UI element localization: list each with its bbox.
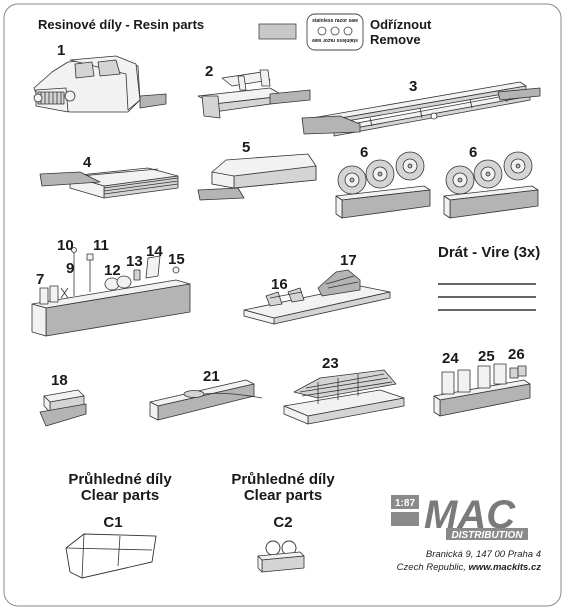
sheet-title: Resinové díly - Resin parts xyxy=(38,17,204,32)
part-5-tarp-cover: 5 xyxy=(197,139,317,201)
wire-section: Drát - Vire (3x) xyxy=(438,244,540,311)
part-7-label: 7 xyxy=(36,271,44,288)
part-6-wheels-b: 6 xyxy=(443,144,539,219)
part-17-label: 17 xyxy=(340,252,357,269)
part-3-label: 3 xyxy=(409,78,417,95)
saw-label-top: stainless razor saw xyxy=(312,18,358,24)
parts-7-15-sprue: 7 9 10 11 12 13 14 15 xyxy=(31,237,191,337)
part-26-label: 26 xyxy=(508,346,525,363)
part-4-label: 4 xyxy=(83,154,92,171)
part-9-label: 9 xyxy=(66,260,74,277)
wire-label: Drát - Vire (3x) xyxy=(438,244,540,261)
part-25-label: 25 xyxy=(478,348,495,365)
clear-parts-title-en-1: Clear parts xyxy=(81,487,159,504)
logo-sub-bar xyxy=(446,528,528,540)
part-15-label: 15 xyxy=(168,251,185,268)
remove-label-cz: Odříznout xyxy=(370,17,432,32)
razor-saw-icon: stainless razor saw stainless razor saw xyxy=(306,13,364,51)
part-2-cab-floor: 2 xyxy=(197,63,311,119)
logo-bar-left xyxy=(391,512,419,526)
part-23-label: 23 xyxy=(322,355,339,372)
part-21-exhaust: 21 xyxy=(149,368,263,421)
part-6b-label: 6 xyxy=(469,144,477,161)
part-12-label: 12 xyxy=(104,262,121,279)
website-link[interactable]: www.mackits.cz xyxy=(468,562,541,573)
part-4-cargo-bed: 4 xyxy=(39,154,179,199)
remove-swatch xyxy=(258,23,297,40)
part-1-label: 1 xyxy=(57,42,65,59)
part-23-cargo-load: 23 xyxy=(283,355,405,425)
clear-part-c1-label: C1 xyxy=(103,514,122,531)
clear-parts-title-cz-2: Průhledné díly xyxy=(231,471,335,488)
part-2-label: 2 xyxy=(205,63,213,80)
part-6-wheels-a: 6 xyxy=(335,144,431,219)
remove-label-en: Remove xyxy=(370,32,421,47)
clear-parts-title-en-2: Clear parts xyxy=(244,487,322,504)
clear-parts-c1: Průhledné díly Clear parts C1 xyxy=(65,471,172,579)
logo-sub: DISTRIBUTION xyxy=(451,530,523,541)
part-1-truck-cab: 1 xyxy=(33,42,167,113)
part-24-label: 24 xyxy=(442,350,459,367)
clear-part-c2-label: C2 xyxy=(273,514,292,531)
clear-parts-title-cz-1: Průhledné díly xyxy=(68,471,172,488)
part-18-tank: 18 xyxy=(39,372,87,427)
part-13-label: 13 xyxy=(126,253,143,270)
remove-legend: stainless razor saw stainless razor saw … xyxy=(258,13,432,51)
clear-parts-c2: Průhledné díly Clear parts C2 xyxy=(231,471,335,573)
part-6a-label: 6 xyxy=(360,144,368,161)
saw-label-bottom: stainless razor saw xyxy=(312,37,358,43)
parts-16-17-plate: 16 17 xyxy=(243,252,391,325)
part-16-label: 16 xyxy=(271,276,288,293)
part-10-label: 10 xyxy=(57,237,74,254)
part-3-chassis-frame: 3 xyxy=(301,78,541,137)
part-5-label: 5 xyxy=(242,139,250,156)
part-11-label: 11 xyxy=(93,237,109,254)
mac-distribution-logo: 1:87 MAC DISTRIBUTION Branická 9, 147 00… xyxy=(391,493,541,573)
address-line-2: Czech Republic, www.mackits.cz xyxy=(397,562,542,573)
parts-24-26-sprue: 24 25 26 xyxy=(433,346,531,417)
address-line-1: Branická 9, 147 00 Praha 4 xyxy=(426,549,541,560)
part-21-label: 21 xyxy=(203,368,220,385)
part-14-label: 14 xyxy=(146,243,163,260)
part-18-label: 18 xyxy=(51,372,68,389)
scale-badge xyxy=(391,495,419,509)
scale-label: 1:87 xyxy=(395,498,415,509)
